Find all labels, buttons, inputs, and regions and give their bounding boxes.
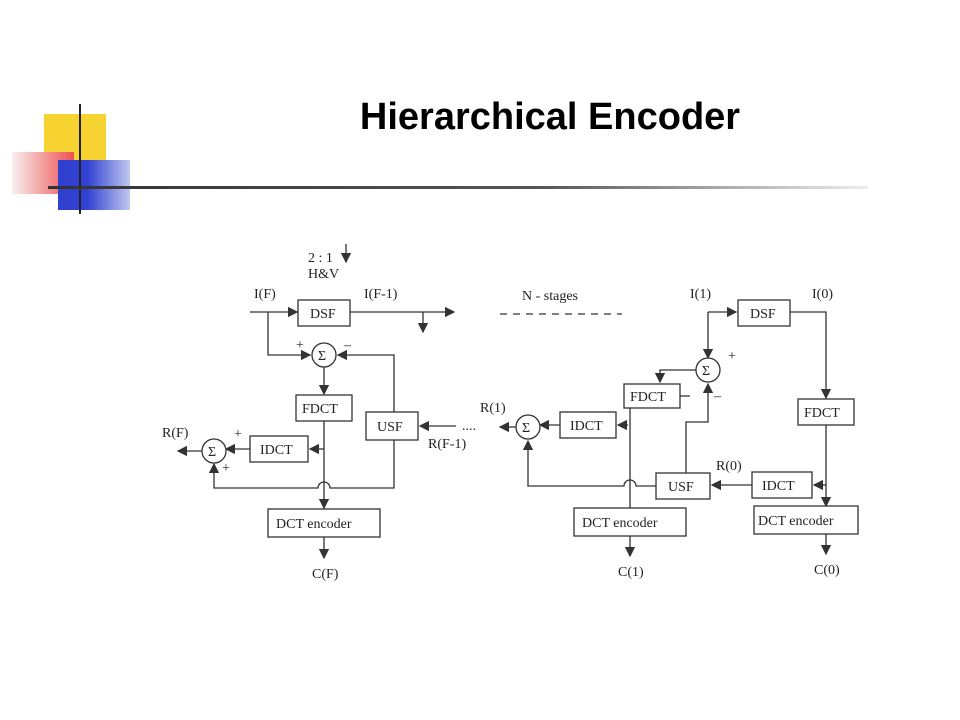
right-output0-label: C(0) [814, 563, 840, 578]
deco-vertical-line [79, 104, 81, 214]
right-fdct-block [623, 383, 681, 409]
right-sum-plus: + [728, 349, 736, 364]
right-idct-label: IDCT [570, 419, 603, 434]
left-usf-to-sum [336, 349, 395, 412]
deco-blue-square [58, 160, 130, 210]
left-residual-out-label: R(F) [162, 426, 189, 441]
left-dsf-label: DSF [310, 307, 336, 322]
right-idct0-block [751, 471, 813, 499]
right-dct-encoder1-label: DCT encoder [582, 516, 658, 531]
right-input1-label: I(1) [690, 287, 711, 302]
right-dsf-to-fdct0 [790, 311, 832, 400]
encoder-diagram: 2 : 1 H&V I(F) DSF I(F-1) Σ + – FDCT USF… [150, 222, 920, 642]
right-usf-feedback [522, 439, 656, 487]
right-input0-label: I(0) [812, 287, 833, 302]
ratio-label: 2 : 1 [308, 251, 333, 266]
right-output1-label: C(1) [618, 565, 644, 580]
left-usf-feedback [208, 440, 395, 489]
encoder-diagram-svg: 2 : 1 H&V I(F) DSF I(F-1) Σ + – FDCT USF… [162, 244, 859, 582]
left-input-label: I(F) [254, 287, 276, 302]
right-r1-label: R(1) [480, 401, 506, 416]
slide-title: Hierarchical Encoder [359, 96, 741, 138]
right-dct-encoder0-block [753, 505, 859, 535]
left-dsf-block [297, 299, 351, 327]
hv-label: H&V [308, 267, 339, 282]
right-dct-encoder1-block [573, 507, 687, 537]
right-idct-block [559, 411, 617, 439]
left-fdct-label: FDCT [302, 402, 338, 417]
right-fdct0-label: FDCT [804, 406, 840, 421]
left-dsf-output-label: I(F-1) [364, 287, 398, 302]
right-fdct0-block [797, 398, 855, 426]
right-dct-encoder0-label: DCT encoder [758, 514, 834, 529]
right-usf-label: USF [668, 480, 694, 495]
right-dsf-label: DSF [750, 307, 776, 322]
right-usf-to-sum [685, 382, 714, 473]
right-r0-label: R(0) [716, 459, 742, 474]
left-out-sum-plus-top: + [234, 427, 242, 442]
left-usf-label: USF [377, 420, 403, 435]
left-idct-label: IDCT [260, 443, 293, 458]
left-usf-block [365, 411, 419, 441]
left-output-label: C(F) [312, 567, 339, 582]
right-fdct-label: FDCT [630, 390, 666, 405]
left-input-to-sum [267, 312, 312, 361]
left-sum-plus: + [296, 338, 304, 353]
left-dct-encoder-label: DCT encoder [276, 517, 352, 532]
right-idct0-label: IDCT [762, 479, 795, 494]
left-sum-symbol: Σ [318, 349, 326, 364]
right-sum-to-fdct [654, 369, 696, 384]
right-sum-minus: – [713, 389, 722, 404]
right-dsf-block [737, 299, 791, 327]
left-out-sum-symbol: Σ [208, 445, 216, 460]
right-sum-symbol: Σ [702, 364, 710, 379]
left-out-sum-plus-bottom: + [222, 461, 230, 476]
stage-ellipsis: .... [462, 419, 476, 434]
left-residual-in-label: R(F-1) [428, 437, 466, 452]
title-underline [48, 186, 868, 189]
right-usf-block [655, 472, 711, 500]
right-r-sum-symbol: Σ [522, 421, 530, 436]
left-idct-block [249, 435, 309, 463]
n-stages-label: N - stages [522, 289, 578, 304]
left-sum-minus: – [343, 338, 352, 353]
left-fdct-block [295, 394, 353, 422]
